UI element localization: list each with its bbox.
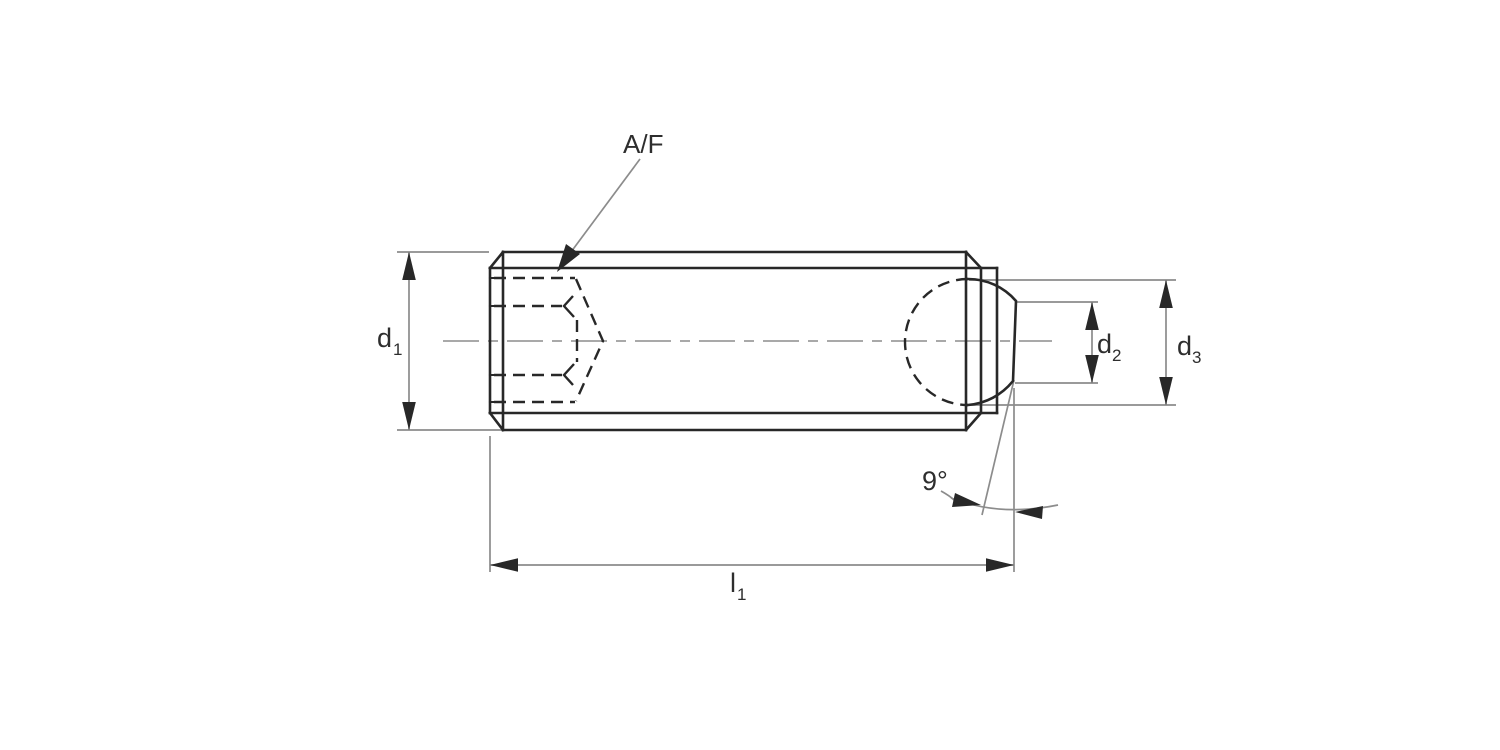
right-end-face — [964, 250, 983, 432]
arrowheads — [402, 244, 1173, 572]
label-l1-subscript: 1 — [737, 585, 746, 604]
d2-arrow-down — [1085, 355, 1099, 383]
dim-d3-lines — [969, 279, 1176, 406]
d2-arrow-up — [1085, 302, 1099, 330]
angle-label-leader — [940, 490, 955, 501]
body-outer-lines — [501, 250, 968, 432]
angle-arc-arrow-left — [952, 493, 981, 507]
d3-arrow-up — [1159, 280, 1173, 308]
hex-socket-flat-lines — [494, 276, 575, 404]
label-d1-subscript: 1 — [393, 340, 402, 359]
hex-socket-cone — [574, 278, 605, 402]
d1-arrow-up — [402, 252, 416, 280]
d3-arrow-down — [1159, 377, 1173, 405]
dim-l1-lines — [489, 388, 1015, 572]
label-d3-subscript: 3 — [1192, 348, 1201, 367]
af-leader-line — [570, 158, 641, 253]
label-angle: 9° — [922, 466, 948, 496]
body-thread-root-lines — [488, 266, 999, 415]
label-af: A/F — [623, 129, 663, 159]
l1-arrow-right — [986, 558, 1014, 572]
l1-arrow-left — [490, 558, 518, 572]
left-end-face — [488, 250, 505, 432]
label-d2: d — [1097, 329, 1112, 359]
label-l1: l — [730, 568, 736, 598]
d1-arrow-down — [402, 402, 416, 430]
ball-visible-outline — [966, 277, 1018, 407]
label-d2-subscript: 2 — [1112, 346, 1121, 365]
label-d3: d — [1177, 331, 1192, 361]
dim-d1-lines — [397, 251, 503, 431]
angle-flank-line — [981, 379, 1015, 516]
dimension-lines — [397, 158, 1176, 572]
af-leader-arrow — [557, 244, 580, 272]
dim-d2-lines — [1015, 301, 1098, 384]
hex-socket-corner-top — [562, 295, 575, 318]
angle-arc-arrow-right — [1015, 506, 1043, 519]
hex-socket-corner-bottom — [562, 363, 575, 386]
ball-hidden-arc — [903, 277, 969, 407]
labels: A/F d 1 d 2 d 3 l 1 9° — [377, 129, 1201, 604]
label-d1: d — [377, 323, 392, 353]
hidden-detail-lines — [494, 276, 969, 407]
